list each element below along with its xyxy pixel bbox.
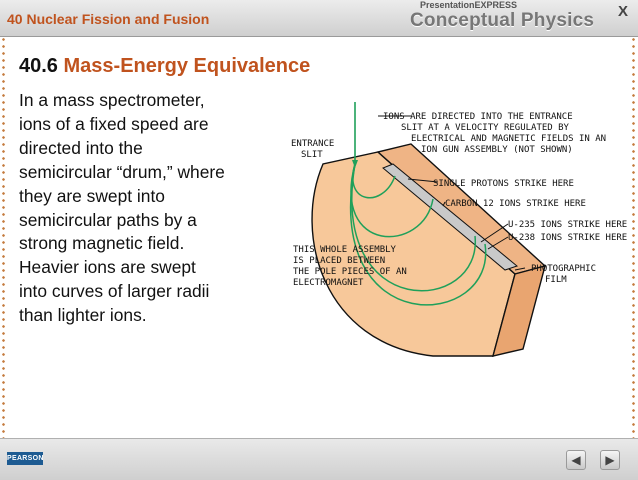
label-slit: SLIT	[301, 150, 323, 160]
body-paragraph: In a mass spectrometer, ions of a fixed …	[19, 89, 284, 328]
pearson-logo: PEARSON	[7, 452, 43, 465]
drum-side	[492, 265, 546, 357]
body-line: In a mass spectrometer,	[19, 90, 205, 110]
body-line: into curves of larger radii	[19, 281, 210, 302]
body-line: strong magnetic field.	[19, 233, 185, 254]
pointer-u235	[480, 223, 509, 243]
body-line: semicircular “drum,” where	[19, 161, 225, 182]
mass-spectrometer-figure: ENTRANCE SLIT IONS ARE DIRECTED INTO THE…	[291, 102, 627, 357]
label-assembly-2: IS PLACED BETWEEN	[293, 256, 385, 266]
pointer-u238	[487, 236, 509, 250]
label-film-2: FILM	[545, 275, 567, 285]
body-line: ions of a fixed speed are	[19, 113, 209, 134]
label-assembly-1: THIS WHOLE ASSEMBLY	[293, 245, 397, 255]
body-line: Heavier ions are swept	[19, 257, 196, 278]
label-ions-1: IONS ARE DIRECTED INTO THE ENTRANCE	[383, 112, 573, 122]
label-carbon: CARBON 12 IONS STRIKE HERE	[445, 199, 586, 209]
brand-title: Conceptual Physics	[410, 10, 595, 31]
label-assembly-3: THE POLE PIECES OF AN	[293, 267, 407, 277]
label-protons: SINGLE PROTONS STRIKE HERE	[433, 179, 574, 189]
ion-path-u235	[351, 163, 476, 292]
ion-path-u238	[349, 163, 487, 306]
section-number: 40.6	[19, 55, 58, 77]
section-heading: Mass-Energy Equivalence	[63, 55, 311, 77]
pointer-protons	[407, 178, 439, 183]
label-ions-3: ELECTRICAL AND MAGNETIC FIELDS IN AN	[411, 134, 606, 144]
drum-face	[311, 151, 516, 357]
film-strip	[382, 163, 519, 271]
previous-slide-button[interactable]: ◀	[566, 450, 586, 470]
label-entrance: ENTRANCE	[291, 139, 334, 149]
header-bar: 40 Nuclear Fission and Fusion Presentati…	[0, 0, 638, 37]
footer-bar	[0, 438, 638, 480]
label-u235: U-235 IONS STRIKE HERE	[508, 220, 627, 230]
label-u238: U-238 IONS STRIKE HERE	[508, 233, 627, 243]
section-title: 40.6 Mass-Energy Equivalence	[19, 55, 310, 78]
body-line: than lighter ions.	[19, 305, 147, 326]
body-line: they are swept into	[19, 185, 165, 206]
pointer-film	[514, 267, 526, 271]
right-dotted-border	[632, 36, 635, 439]
close-icon[interactable]: X	[617, 3, 628, 20]
label-film-1: PHOTOGRAPHIC	[531, 264, 596, 274]
chapter-title: 40 Nuclear Fission and Fusion	[7, 11, 210, 27]
pointer-carbon	[442, 201, 446, 207]
brand-subtitle: PresentationEXPRESS	[420, 0, 518, 10]
body-line: directed into the	[19, 137, 143, 158]
label-ions-4: ION GUN ASSEMBLY (NOT SHOWN)	[421, 145, 573, 155]
left-dotted-border	[2, 36, 5, 439]
brand-logo: PresentationEXPRESS Conceptual Physics	[410, 0, 610, 34]
next-slide-button[interactable]: ▶	[600, 450, 620, 470]
label-assembly-4: ELECTROMAGNET	[293, 278, 364, 288]
label-ions-2: SLIT AT A VELOCITY REGULATED BY	[401, 123, 570, 133]
body-line: semicircular paths by a	[19, 209, 197, 230]
